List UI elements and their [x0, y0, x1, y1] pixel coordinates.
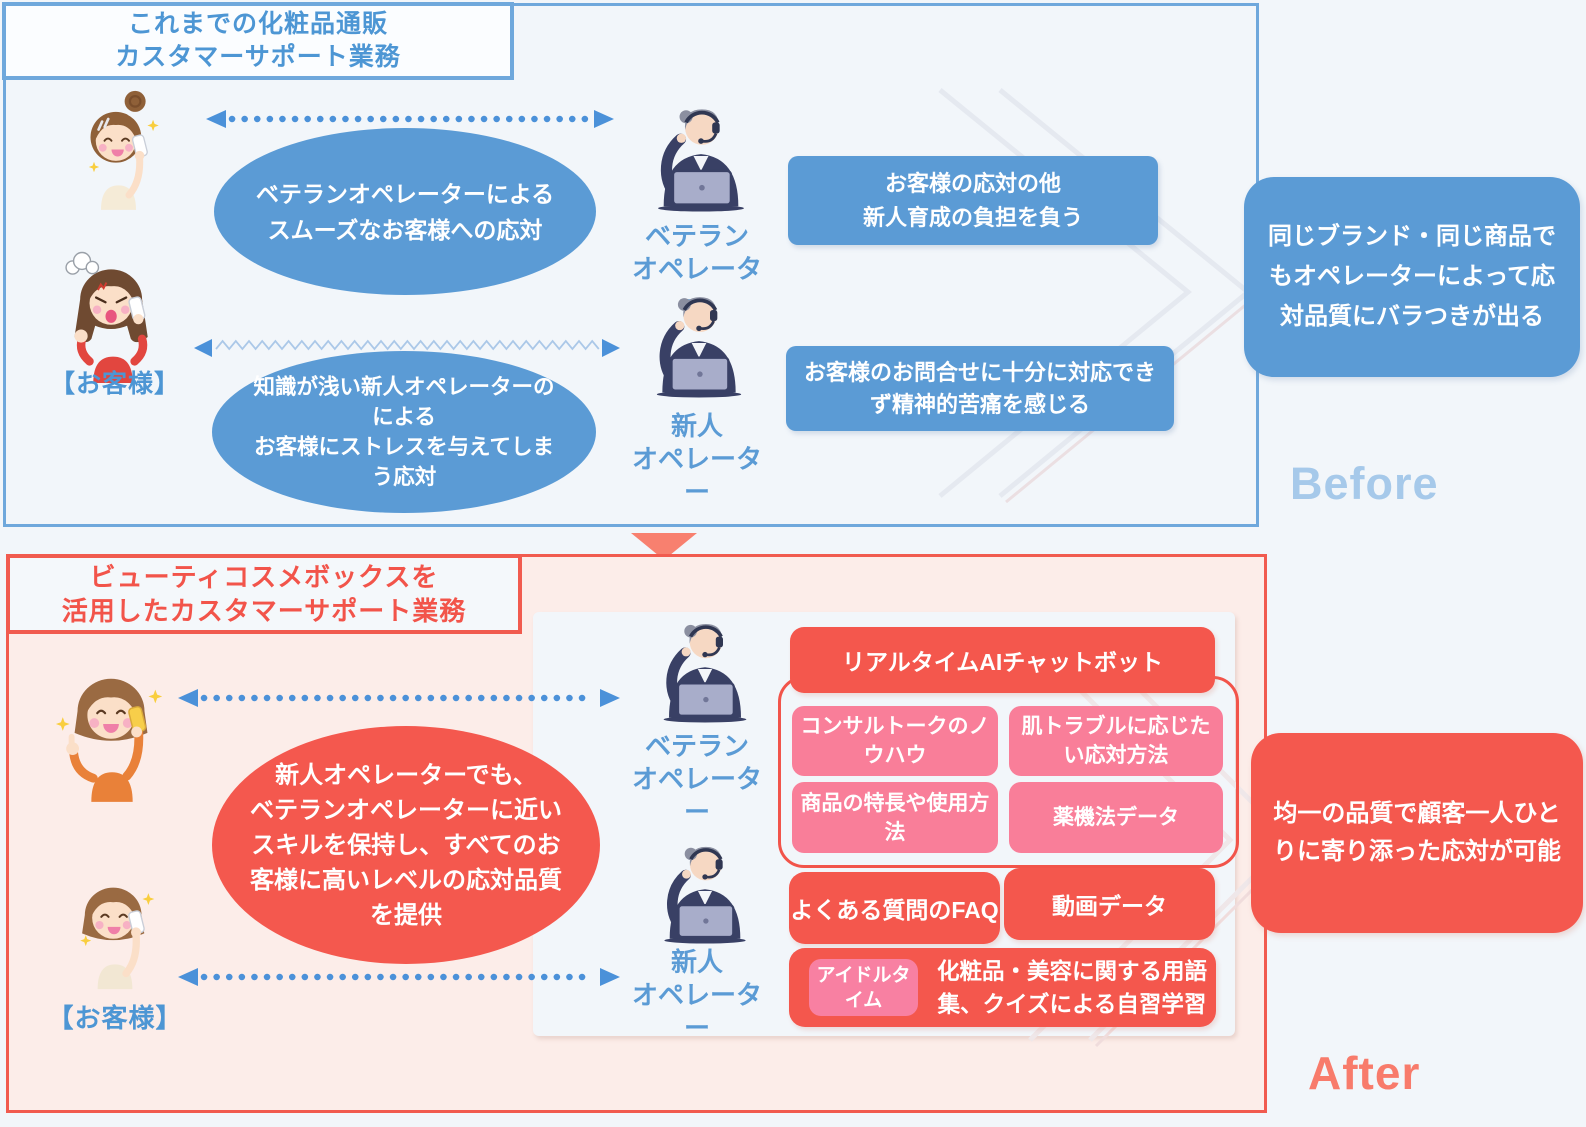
after-rookie-operator-label: 新人 オペレーター: [631, 947, 762, 1043]
before-section-label: Before: [1290, 458, 1439, 509]
idle-time-chip: アイドルタ イム: [809, 959, 918, 1016]
after-customer-label: 【お客様】: [47, 1003, 183, 1033]
operator-illustration: [645, 100, 757, 212]
chatbot-header-box: リアルタイムAIチャットボット: [790, 627, 1215, 693]
zigzag-arrow: [194, 339, 620, 357]
before-customer-label: 【お客様】: [49, 370, 180, 398]
after-section-label: After: [1308, 1047, 1421, 1099]
kb-item-skin-trouble: 肌トラブルに応じた い応対方法: [1009, 706, 1223, 776]
customer-thumbsup-illustration: [48, 650, 176, 803]
video-data-box: 動画データ: [1004, 868, 1215, 940]
rookie-service-bubble: 知識が浅い新人オペレーターの による お客様にストレスを与えてしま う応対: [212, 351, 596, 513]
kb-item-product-features: 商品の特長や使用方 法: [792, 782, 998, 853]
customer-happy-illustration: [60, 862, 170, 990]
idle-time-box: アイドルタ イム 化粧品・美容に関する用語 集、クイズによる自習学習: [789, 948, 1216, 1027]
before-rookie-operator-label: 新人 オペレーター: [631, 411, 762, 507]
dotted-arrow: [178, 968, 620, 986]
veteran-service-bubble: ベテランオペレーターによる スムーズなお客様への応対: [214, 128, 596, 295]
customer-angry-illustration: [52, 243, 174, 384]
kb-item-consult-talk: コンサルトークのノ ウハウ: [792, 706, 998, 776]
after-title: ビューティコスメボックスを 活用したカスタマーサポート業務: [6, 554, 522, 634]
faq-box: よくある質問のFAQ: [789, 872, 1000, 944]
before-result-note: 同じブランド・同じ商品で もオペレーターによって応 対品質にバラつきが出る: [1244, 177, 1580, 377]
after-veteran-operator-label: ベテラン オペレーター: [631, 731, 762, 827]
operator-illustration: [650, 838, 760, 944]
chevron-background-before: [938, 88, 1257, 504]
idle-time-note: 化粧品・美容に関する用語 集、クイズによる自習学習: [937, 958, 1208, 1017]
kb-item-pharma-law: 薬機法データ: [1009, 782, 1223, 853]
veteran-burden-note: お客様の応対の他 新人育成の負担を負う: [788, 156, 1158, 245]
dotted-arrow: [206, 110, 614, 128]
after-result-note: 均一の品質で顧客一人ひと りに寄り添った応対が可能: [1251, 733, 1583, 933]
operator-illustration: [644, 288, 754, 398]
dotted-arrow: [178, 689, 620, 707]
rookie-stress-note: お客様のお問合せに十分に対応でき ず精神的苦痛を感じる: [786, 346, 1174, 431]
customer-happy-illustration: [66, 88, 171, 211]
before-title: これまでの化粧品通販 カスタマーサポート業務: [2, 2, 514, 80]
operator-illustration: [650, 615, 760, 723]
after-skill-bubble: 新人オペレーターでも、 ベテランオペレーターに近い スキルを保持し、すべてのお …: [212, 726, 600, 964]
